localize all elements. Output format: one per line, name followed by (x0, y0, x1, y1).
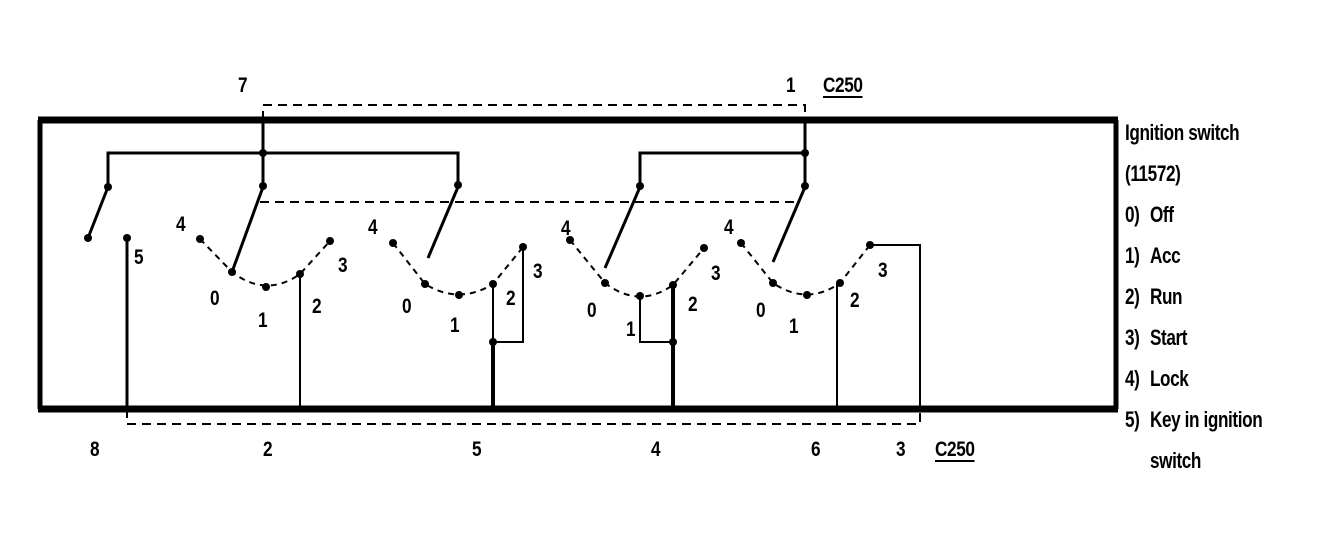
deck1-label-0: 0 (210, 287, 220, 310)
key-switch-blade (86, 186, 110, 239)
deck1-blade (230, 186, 265, 273)
top-pin-7-label: 7 (238, 74, 248, 97)
bottom-pin-8-label: 8 (90, 438, 100, 461)
deck3-jumper (639, 296, 673, 343)
legend-item-key-in: 5) Key in ignition (1125, 407, 1273, 448)
bus-right-loop (638, 151, 805, 187)
contact-dots (84, 149, 874, 346)
legend-item-label: Off (1149, 202, 1174, 227)
deck2-label-2: 2 (506, 287, 516, 310)
deck2-label-4: 4 (368, 216, 378, 239)
deck3-label-4: 4 (561, 217, 571, 240)
legend-item-key-in-line2: switch (1125, 448, 1273, 489)
deck2-jumper (492, 247, 524, 343)
deck1-label-2: 2 (312, 295, 322, 318)
legend-item-label: Run (1149, 284, 1183, 309)
top-pin-1-label: 1 (786, 74, 796, 97)
deck1-arc (199, 238, 331, 287)
legend-title: Ignition switch (1125, 120, 1240, 145)
legend-item-off: 0) Off (1125, 202, 1273, 243)
bottom-pin-3-label: 3 (896, 438, 906, 461)
bottom-connector-name: C250 (935, 438, 975, 461)
deck3-label-3: 3 (711, 262, 721, 285)
top-connector-name: C250 (823, 74, 863, 97)
legend-item-lock: 4) Lock (1125, 366, 1273, 407)
legend-item-num: 0) (1125, 202, 1140, 227)
deck2-blade (426, 186, 460, 259)
bottom-pin-5-label: 5 (472, 438, 482, 461)
legend-part-number: (11572) (1125, 161, 1181, 186)
legend-item-num: 1) (1125, 243, 1140, 268)
legend-item-run: 2) Run (1125, 284, 1273, 325)
legend-item-num: 3) (1125, 325, 1140, 350)
deck2-label-1: 1 (450, 314, 460, 337)
deck1-label-4: 4 (176, 213, 186, 236)
deck3-blade (603, 186, 642, 269)
legend-item-label: Key in ignition (1149, 407, 1263, 432)
bottom-pin-6-label: 6 (811, 438, 821, 461)
legend-item-label: Start (1149, 325, 1188, 350)
deck2-arc (392, 242, 524, 296)
deck4-label-0: 0 (756, 299, 766, 322)
bus-left-loop (106, 151, 460, 187)
legend-item-num: 4) (1125, 366, 1140, 391)
deck1-label-1: 1 (258, 309, 268, 332)
deck3-label-2: 2 (688, 293, 698, 316)
deck4-blade (771, 186, 807, 263)
legend-item-start: 3) Start (1125, 325, 1273, 366)
deck4-wire-pos3 (870, 244, 921, 409)
legend-item-label: Acc (1149, 243, 1181, 268)
legend-item-label: Lock (1149, 366, 1189, 391)
legend: Ignition switch (11572) 0) Off 1) Acc 2) Ru… (1125, 120, 1315, 489)
bottom-pin-4-label: 4 (651, 438, 661, 461)
deck4-label-2: 2 (850, 289, 860, 312)
key-switch-pin-label: 5 (134, 246, 144, 269)
deck4-arc (740, 242, 871, 296)
deck4-label-1: 1 (789, 315, 799, 338)
legend-item-label-cont: switch (1149, 448, 1202, 473)
bottom-connector-dash (126, 409, 921, 425)
deck3-arc (569, 239, 705, 298)
legend-item-acc: 1) Acc (1125, 243, 1273, 284)
deck2-label-3: 3 (533, 260, 543, 283)
deck3-label-0: 0 (587, 299, 597, 322)
legend-item-num: 5) (1125, 407, 1140, 432)
bottom-pin-2-label: 2 (263, 438, 273, 461)
top-connector-dash (262, 104, 806, 120)
deck4-label-4: 4 (724, 216, 734, 239)
deck4-label-3: 3 (878, 259, 888, 282)
deck2-label-0: 0 (402, 295, 412, 318)
deck1-label-3: 3 (338, 254, 348, 277)
deck3-label-1: 1 (626, 318, 636, 341)
legend-item-num: 2) (1125, 284, 1140, 309)
